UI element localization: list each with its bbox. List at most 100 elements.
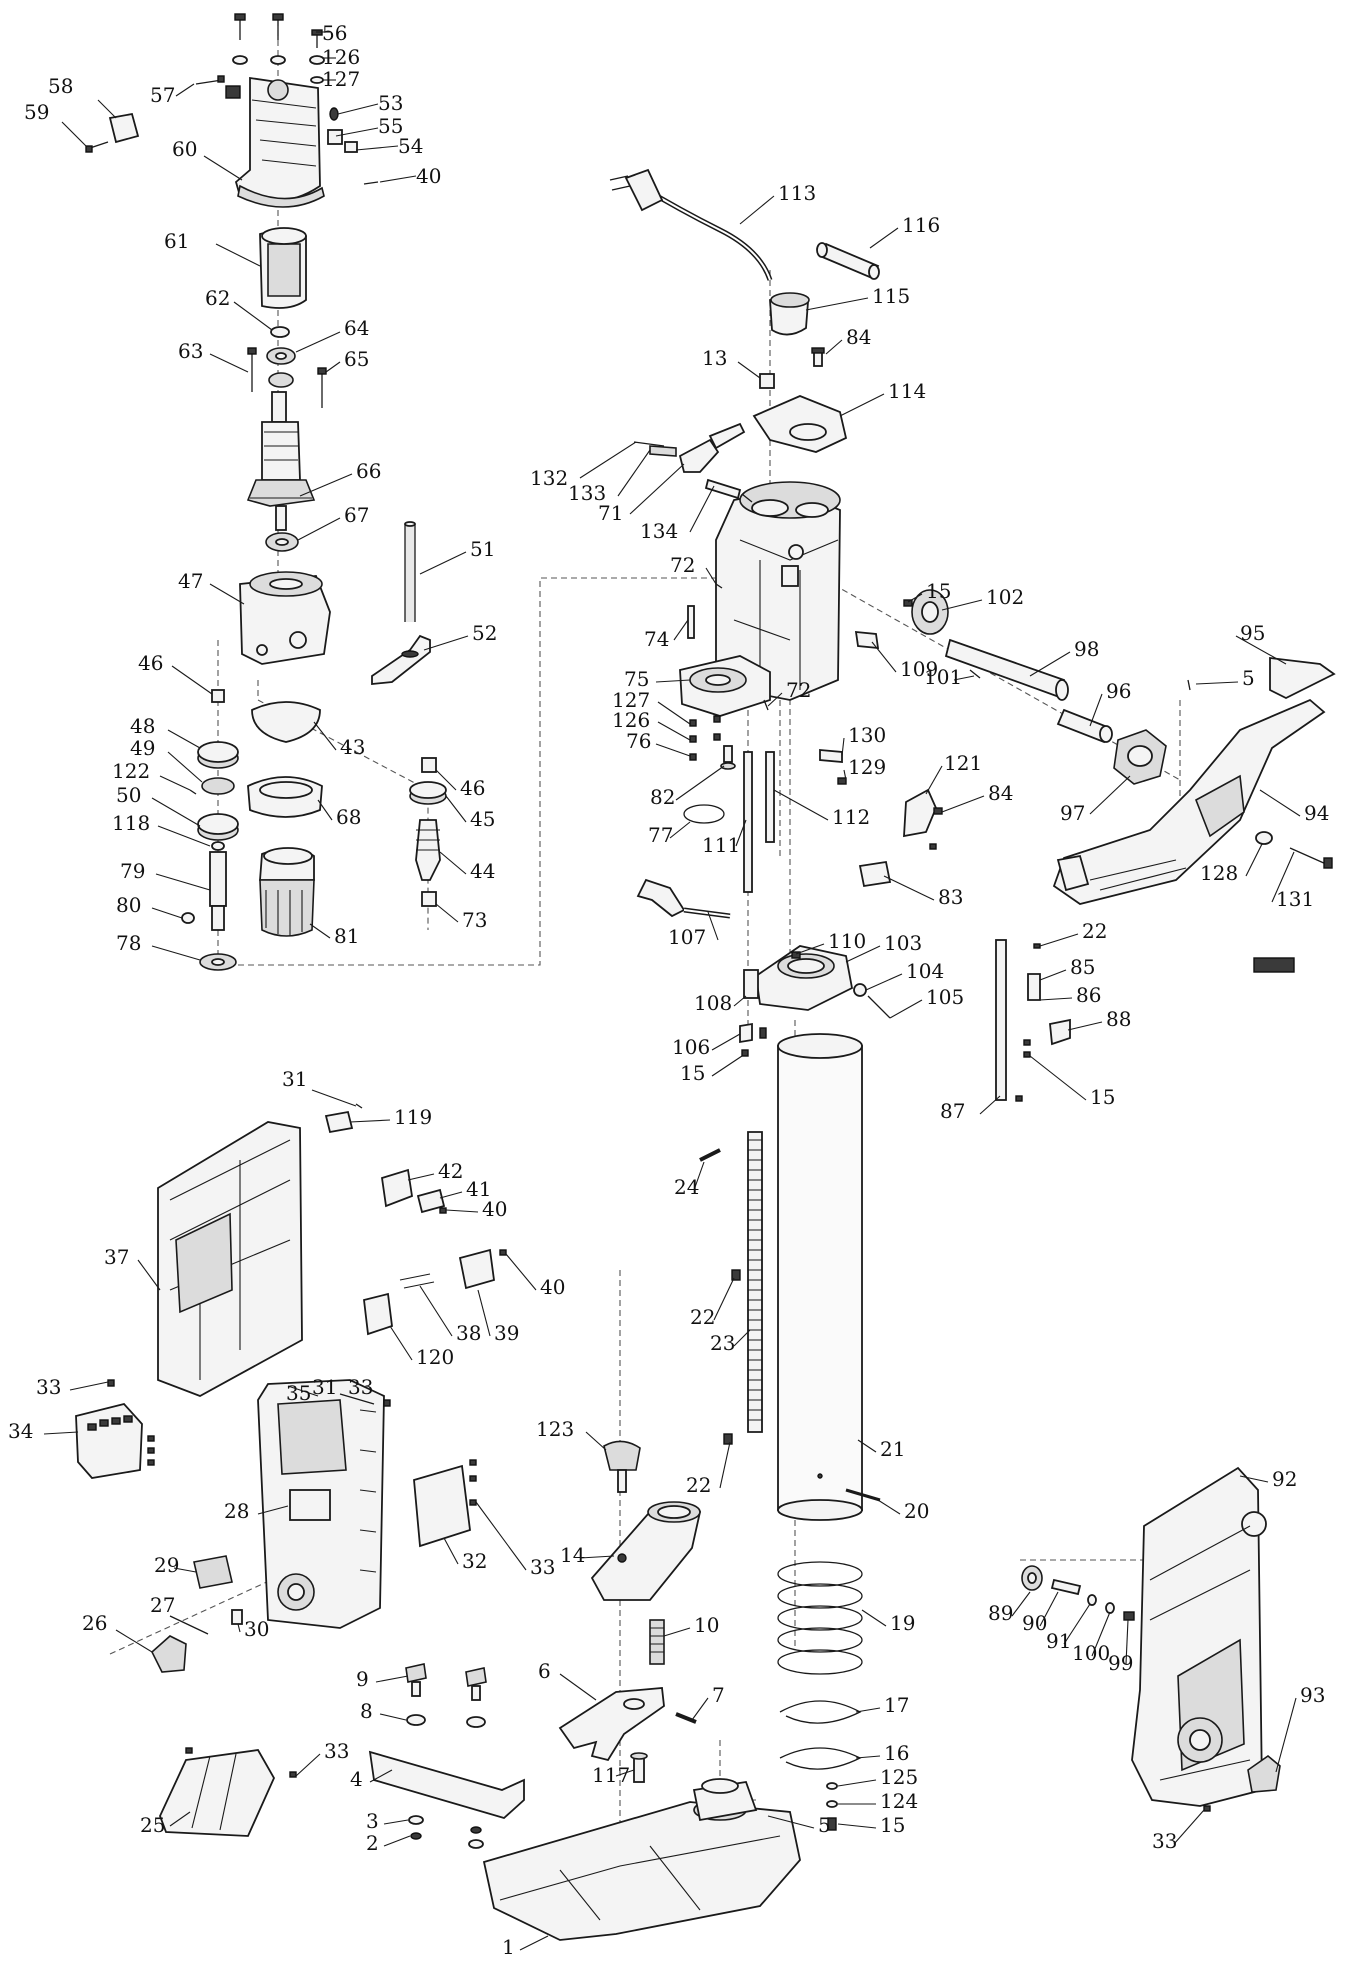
part-number-label: 44 <box>470 859 495 883</box>
part-number-label: 52 <box>472 621 497 645</box>
switch-icon <box>193 1555 233 1589</box>
part-number-label: 84 <box>988 781 1013 805</box>
locking-knob-icon <box>603 1440 641 1471</box>
leader-lines <box>43 31 1301 1951</box>
part-number-label: 128 <box>1200 861 1238 885</box>
part-number-label: 24 <box>674 1175 699 1199</box>
part-number-label: 104 <box>906 959 944 983</box>
magnet-housing-assembly <box>75 1103 525 1849</box>
part-number-label: 86 <box>1076 983 1101 1007</box>
part-number-label: 134 <box>640 519 678 543</box>
part-number-label: 3 <box>366 1809 379 1833</box>
part-number-label: 72 <box>670 553 695 577</box>
part-number-label: 39 <box>494 1321 519 1345</box>
part-number-label: 66 <box>356 459 381 483</box>
part-number-label: 19 <box>890 1611 915 1635</box>
part-number-label: 31 <box>312 1375 337 1399</box>
part-number-label: 80 <box>116 893 141 917</box>
part-number-label: 48 <box>130 714 155 738</box>
part-number-label: 73 <box>462 908 487 932</box>
angle-plate-icon <box>368 1750 525 1820</box>
part-number-label: 132 <box>530 466 568 490</box>
magnetic-base-icon <box>482 1801 801 1941</box>
part-number-label: 45 <box>470 807 495 831</box>
part-number-label: 49 <box>130 736 155 760</box>
part-number-label: 119 <box>394 1105 432 1129</box>
part-number-label: 17 <box>884 1693 909 1717</box>
bracket-icon <box>371 634 431 685</box>
part-number-label: 4 <box>350 1767 363 1791</box>
part-number-label: 81 <box>334 924 359 948</box>
part-number-label: 26 <box>82 1611 107 1635</box>
part-number-label: 131 <box>1276 887 1314 911</box>
handle-arm-icon <box>1052 698 1326 905</box>
part-number-label: 22 <box>686 1473 711 1497</box>
part-number-label: 123 <box>536 1417 574 1441</box>
part-number-label: 124 <box>880 1789 918 1813</box>
part-number-label: 91 <box>1046 1629 1071 1653</box>
part-number-label: 113 <box>778 181 816 205</box>
part-number-label: 34 <box>8 1419 33 1443</box>
part-number-label: 9 <box>356 1667 369 1691</box>
column-tube-icon <box>777 1045 863 1511</box>
part-number-label: 126 <box>612 708 650 732</box>
part-number-label: 33 <box>348 1375 373 1399</box>
part-number-label: 40 <box>416 164 441 188</box>
part-number-label: 116 <box>902 213 940 237</box>
part-number-label: 33 <box>36 1375 61 1399</box>
part-number-label: 37 <box>104 1245 129 1269</box>
part-number-label: 102 <box>986 585 1024 609</box>
column-assembly <box>558 878 1071 1831</box>
part-number-label: 83 <box>938 885 963 909</box>
part-number-label: 7 <box>712 1683 725 1707</box>
part-number-label: 42 <box>438 1159 463 1183</box>
part-number-label: 40 <box>482 1197 507 1221</box>
part-number-label: 14 <box>560 1543 585 1567</box>
part-number-label: 53 <box>378 91 403 115</box>
lever-icon <box>678 438 720 473</box>
part-number-label: 74 <box>644 627 669 651</box>
part-number-label: 111 <box>702 833 740 857</box>
part-number-label: 92 <box>1272 1467 1297 1491</box>
part-number-label: 84 <box>846 325 871 349</box>
part-number-label: 58 <box>48 74 73 98</box>
part-number-label: 5 <box>818 1813 831 1837</box>
part-number-label: 96 <box>1106 679 1131 703</box>
part-number-label: 20 <box>904 1499 929 1523</box>
part-number-label: 100 <box>1072 1641 1110 1665</box>
part-number-label: 62 <box>205 286 230 310</box>
part-number-label: 15 <box>926 579 951 603</box>
part-number-label: 127 <box>322 67 360 91</box>
part-number-label: 56 <box>322 21 347 45</box>
part-number-label: 27 <box>150 1593 175 1617</box>
part-number-label: 75 <box>624 667 649 691</box>
part-number-label: 43 <box>340 735 365 759</box>
part-number-label: 72 <box>786 678 811 702</box>
part-number-label: 33 <box>324 1739 349 1763</box>
part-number-label: 13 <box>702 346 727 370</box>
part-number-label: 63 <box>178 339 203 363</box>
part-number-label: 28 <box>224 1499 249 1523</box>
part-number-label: 112 <box>832 805 870 829</box>
part-number-label: 127 <box>612 688 650 712</box>
part-number-label: 79 <box>120 859 145 883</box>
part-number-label: 47 <box>178 569 203 593</box>
part-number-label: 118 <box>112 811 150 835</box>
part-number-label: 85 <box>1070 955 1095 979</box>
part-number-label: 50 <box>116 783 141 807</box>
part-number-label: 8 <box>360 1699 373 1723</box>
chuck-icon <box>259 847 315 937</box>
part-number-label: 38 <box>456 1321 481 1345</box>
part-number-label: 89 <box>988 1601 1013 1625</box>
part-number-label: 120 <box>416 1345 454 1369</box>
part-number-label: 15 <box>680 1061 705 1085</box>
gear-housing-icon <box>239 575 331 665</box>
part-number-label: 78 <box>116 931 141 955</box>
part-number-label: 16 <box>884 1741 909 1765</box>
head-assembly <box>609 168 1336 973</box>
part-number-label: 59 <box>24 100 49 124</box>
part-number-label: 82 <box>650 785 675 809</box>
part-number-label: 105 <box>926 985 964 1009</box>
control-panel-icon <box>75 1402 143 1479</box>
